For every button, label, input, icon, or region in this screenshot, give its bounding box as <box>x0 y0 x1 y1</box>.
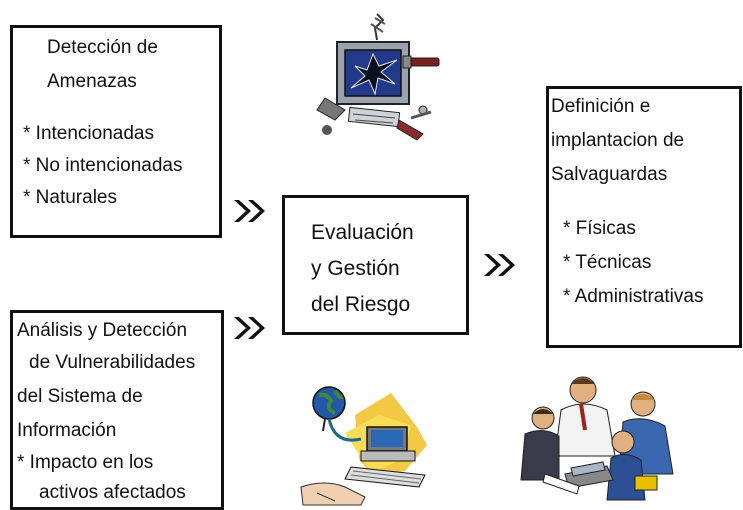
eval-line-1: Evaluación <box>311 221 414 244</box>
vuln-line-4: Información <box>17 420 117 441</box>
broken-computer-clipart <box>316 13 440 141</box>
double-chevron-arrow-icon <box>484 254 515 276</box>
safeguard-item-physical: * Físicas <box>563 218 636 239</box>
business-meeting-clipart <box>520 376 674 501</box>
vuln-line-2: de Vulnerabilidades <box>29 352 196 373</box>
threats-title-line1: Detección de <box>47 37 158 58</box>
safeguard-item-technical: * Técnicas <box>563 252 652 273</box>
globe-computer-clipart <box>300 386 427 506</box>
threats-title-line2: Amenazas <box>47 71 137 92</box>
vulnerabilities-analysis-box: Análisis y Detección de Vulnerabilidades… <box>10 310 224 510</box>
threat-item-unintentional: * No intencionadas <box>23 155 183 176</box>
safeguards-title-line2: implantacion de <box>551 130 685 151</box>
eval-line-2: y Gestión <box>311 257 400 280</box>
threat-item-natural: * Naturales <box>23 187 117 208</box>
double-chevron-arrow-icon <box>234 200 265 222</box>
vuln-line-3: del Sistema de <box>17 386 143 407</box>
threat-item-intentional: * Intencionadas <box>23 123 154 144</box>
safeguards-box: Definición e implantacion de Salvaguarda… <box>546 86 742 348</box>
double-chevron-arrow-icon <box>234 317 265 339</box>
threats-detection-box: Detección de Amenazas * Intencionadas * … <box>10 25 222 238</box>
safeguards-title-line3: Salvaguardas <box>551 164 668 185</box>
vuln-line-1: Análisis y Detección <box>17 320 188 341</box>
vuln-impact-item: * Impacto en los <box>17 452 154 473</box>
safeguard-item-administrative: * Administrativas <box>563 286 704 307</box>
eval-line-3: del Riesgo <box>311 293 411 316</box>
risk-evaluation-box: Evaluación y Gestión del Riesgo <box>282 195 469 335</box>
safeguards-title-line1: Definición e <box>551 96 651 117</box>
vuln-impact-item-cont: activos afectados <box>39 482 186 503</box>
